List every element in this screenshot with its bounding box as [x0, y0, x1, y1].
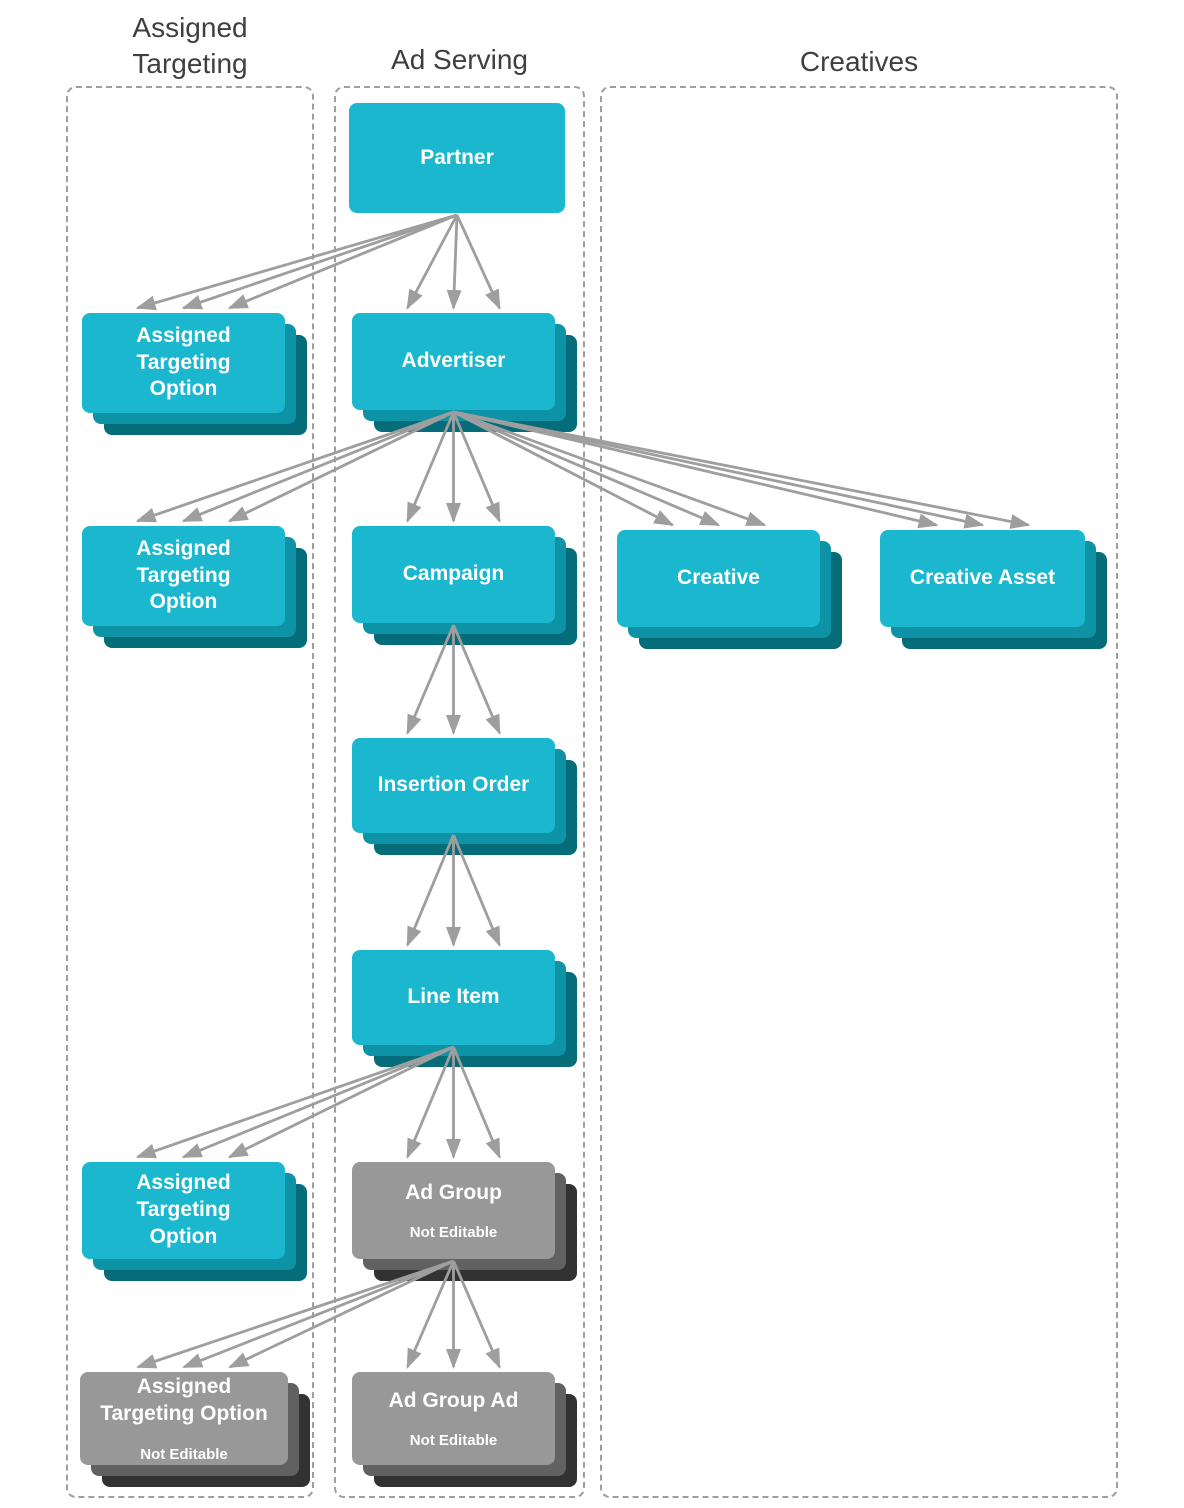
column-assigned-targeting — [66, 86, 314, 1498]
node-face: Insertion Order — [352, 738, 555, 833]
node-ad-group-ad: Ad Group Ad Not Editable — [352, 1372, 577, 1487]
column-ad-serving — [334, 86, 585, 1498]
node-face: Line Item — [352, 950, 555, 1045]
node-label: Campaign — [402, 562, 505, 586]
node-face: Campaign — [352, 526, 555, 623]
column-header-assigned-targeting: Assigned Targeting — [132, 12, 248, 80]
node-label: Assigned — [136, 1171, 231, 1195]
node-advertiser: Advertiser — [352, 313, 577, 432]
node-label: Line Item — [407, 985, 500, 1009]
node-sublabel: Not Editable — [409, 1432, 498, 1450]
node-sublabel: Not Editable — [140, 1445, 228, 1463]
node-label: Targeting Option — [100, 1402, 268, 1425]
node-creative: Creative — [617, 530, 842, 649]
node-insertion-order: Insertion Order — [352, 738, 577, 855]
node-campaign: Campaign — [352, 526, 577, 645]
column-creatives — [600, 86, 1118, 1498]
node-line-item: Line Item — [352, 950, 577, 1067]
node-label: Option — [149, 1224, 218, 1248]
node-partner: Partner — [349, 103, 565, 213]
node-label: Targeting — [136, 1198, 231, 1222]
node-face: Creative — [617, 530, 820, 627]
node-face: Advertiser — [352, 313, 555, 410]
node-label: Targeting — [136, 350, 231, 374]
node-creative-asset: Creative Asset — [880, 530, 1107, 649]
node-label: Ad Group — [405, 1180, 502, 1204]
node-sublabel: Not Editable — [409, 1224, 498, 1242]
node-label: Option — [149, 377, 218, 401]
node-label: Advertiser — [401, 349, 506, 373]
node-label: Assigned — [136, 323, 231, 347]
node-face: Creative Asset — [880, 530, 1085, 627]
node-face: Partner — [349, 103, 565, 213]
node-label: Creative — [677, 566, 760, 590]
node-label: Assigned — [136, 1375, 232, 1399]
column-header-ad-serving: Ad Serving — [391, 44, 528, 75]
node-label: Targeting — [136, 563, 231, 587]
node-label: Creative Asset — [909, 566, 1056, 590]
node-label: Option — [149, 590, 218, 614]
column-header-creatives: Creatives — [799, 46, 919, 77]
node-label: Insertion Order — [377, 773, 530, 797]
node-face: Ad Group Ad Not Editable — [352, 1372, 555, 1465]
node-label: Partner — [420, 145, 494, 169]
node-label: Ad Group Ad — [388, 1388, 519, 1412]
node-label: Assigned — [136, 536, 231, 560]
